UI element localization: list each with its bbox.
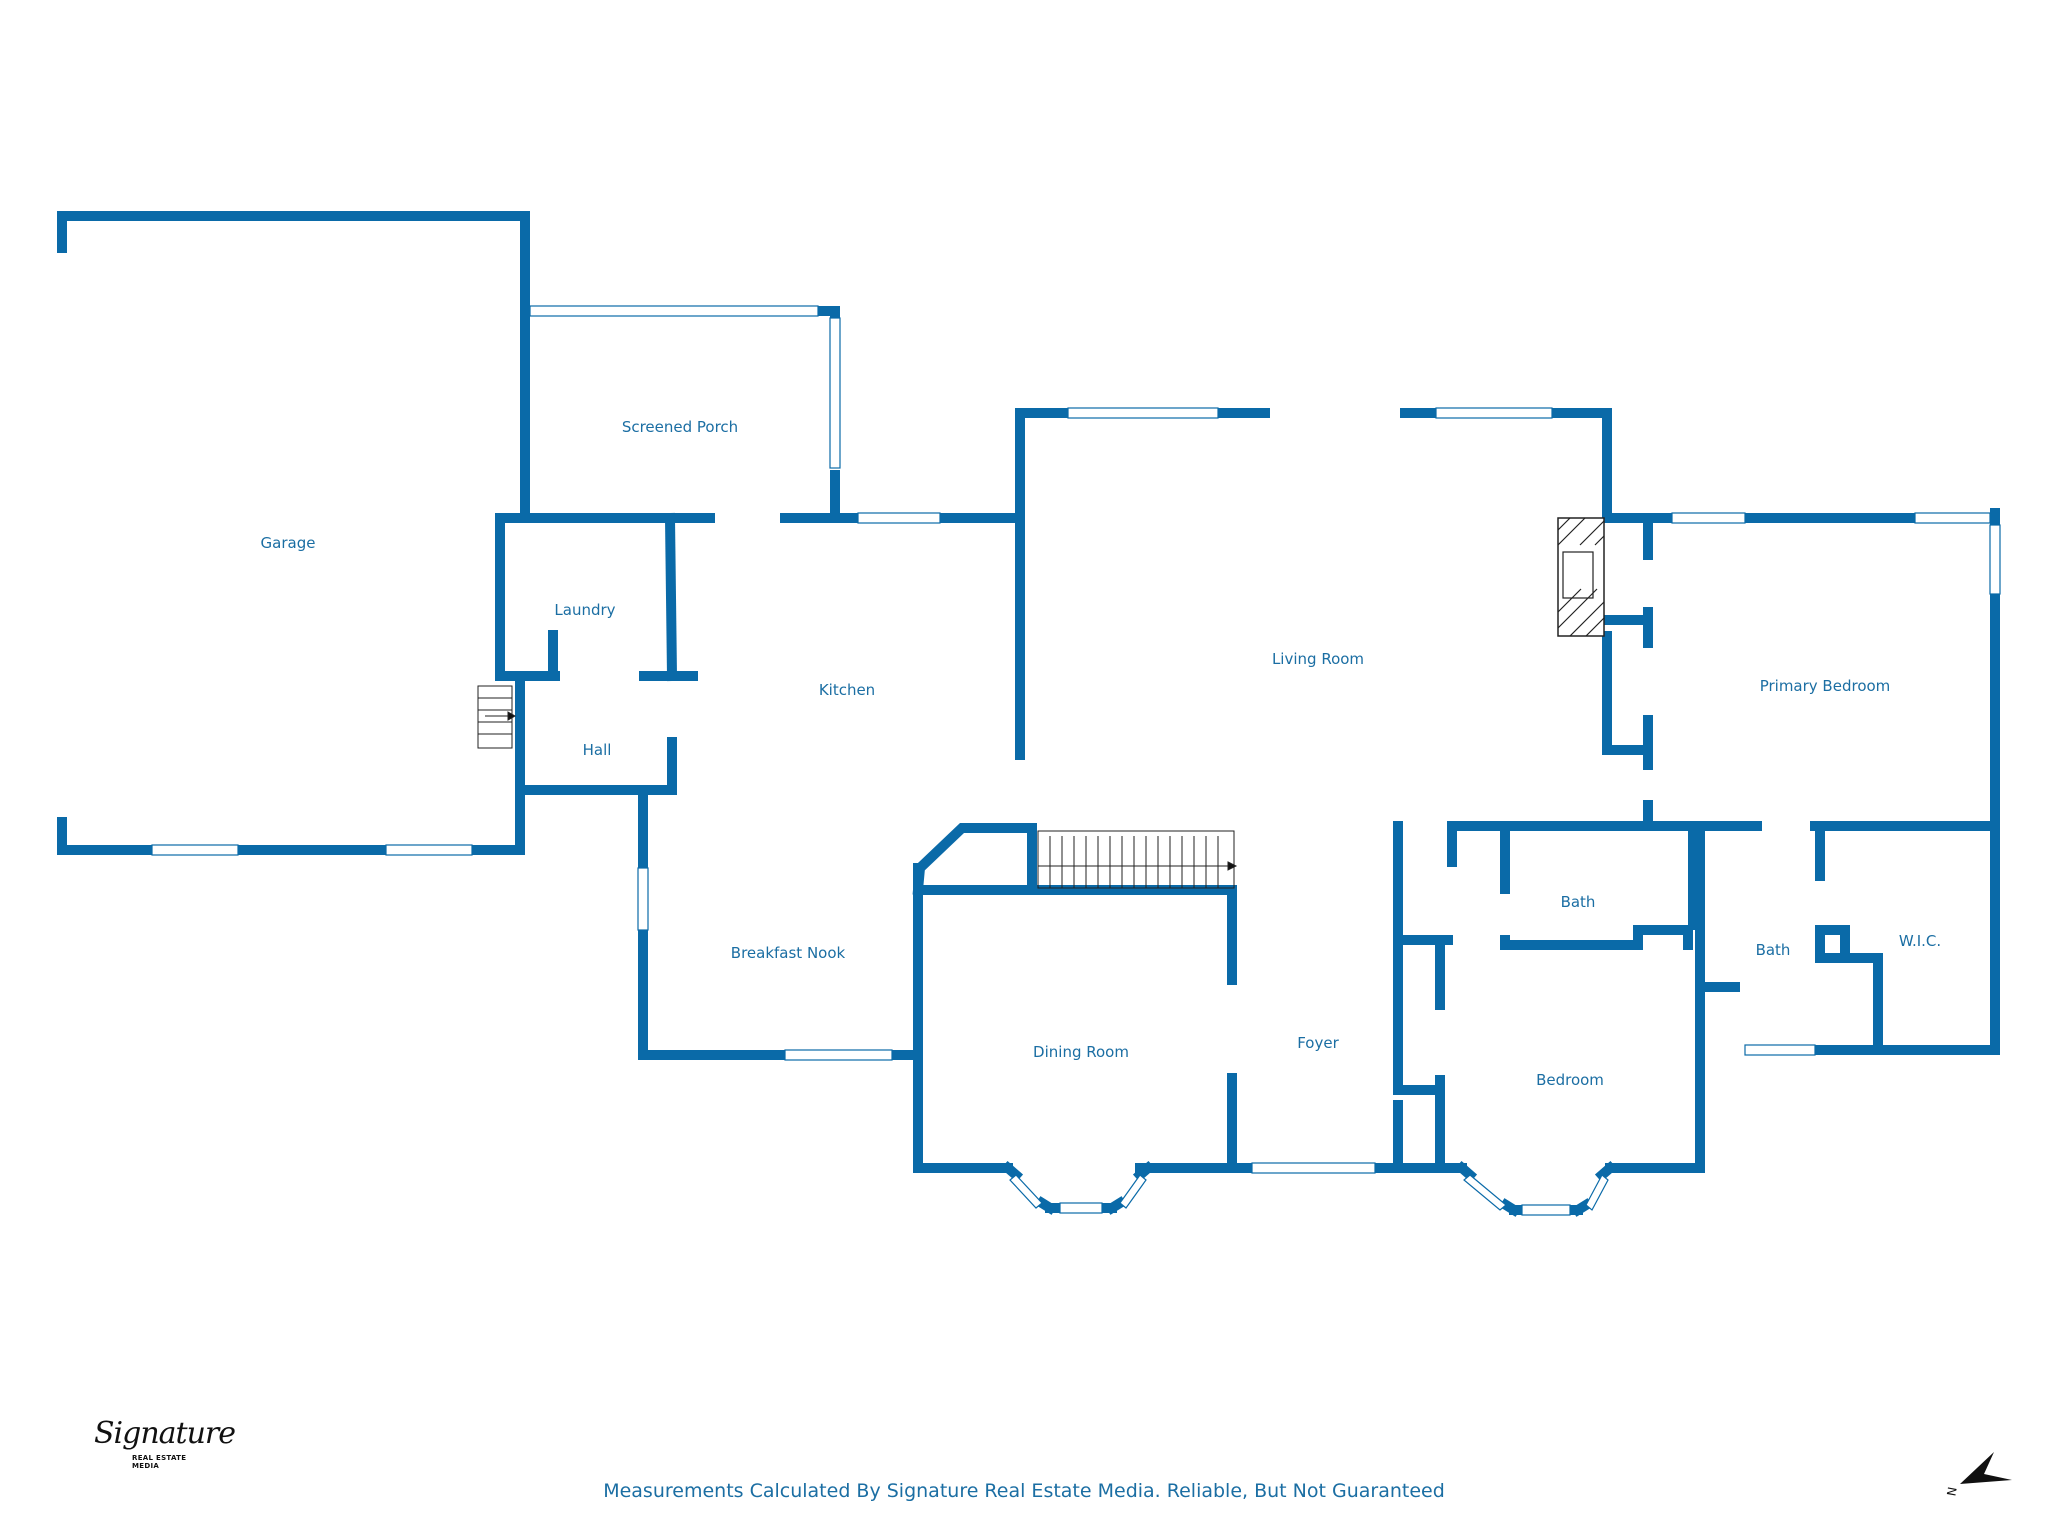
north-arrow-icon: N (1944, 1452, 2012, 1497)
dining-wall-left (913, 863, 1013, 1173)
footer-disclaimer: Measurements Calculated By Signature Rea… (603, 1480, 1445, 1502)
garage-wall-bottom (57, 785, 525, 855)
window (829, 317, 841, 469)
entry-steps-icon (477, 685, 517, 749)
bath-wall-bottom (1500, 925, 1693, 950)
window (1009, 1174, 1043, 1209)
logo-script-text: Signature (94, 1416, 236, 1451)
window (1059, 1202, 1103, 1214)
stair-wall (912, 823, 1037, 896)
bedroom-bay-left-a (1454, 1160, 1478, 1183)
window (151, 844, 239, 856)
window (1671, 512, 1746, 524)
window (1067, 407, 1219, 419)
primary-wall-right (1803, 589, 2000, 1055)
room-label-bath-2: Bath (1756, 941, 1791, 959)
bedroom-bay-right-a (1571, 1198, 1593, 1217)
room-label-kitchen: Kitchen (819, 681, 875, 699)
bedroom-wall-right (1605, 940, 1705, 1173)
garage-walls (57, 211, 530, 523)
room-label-bath: Bath (1561, 893, 1596, 911)
room-label-laundry: Laundry (554, 601, 615, 619)
room-label-dining-room: Dining Room (1033, 1043, 1129, 1061)
room-label-breakfast-nook: Breakfast Nook (731, 944, 846, 962)
window (529, 305, 819, 317)
window (1463, 1174, 1507, 1211)
room-label-primary-bedroom: Primary Bedroom (1760, 677, 1891, 695)
wic-wall-jog (1815, 925, 1850, 963)
staircase-icon (1037, 830, 1238, 889)
dining-bay-e (1105, 1196, 1127, 1215)
bedroom-wall-left (1393, 821, 1453, 945)
room-label-hall: Hall (583, 741, 612, 759)
room-label-screened-porch: Screened Porch (622, 418, 738, 436)
window (784, 1049, 893, 1061)
window (637, 867, 649, 931)
window (1119, 1174, 1147, 1209)
living-wall-left (1015, 408, 1073, 760)
windows (151, 305, 2001, 1216)
bedroom-bay-right-b (1594, 1160, 1618, 1183)
window (857, 512, 941, 524)
laundry-wall-divider (664, 512, 678, 682)
window (1744, 1044, 1816, 1056)
laundry-walls (495, 513, 715, 681)
compass-letter: N (1944, 1486, 1959, 1497)
dining-bay-f (1132, 1160, 1156, 1183)
company-logo: Signature REAL ESTATE MEDIA (74, 1400, 236, 1480)
window (1521, 1204, 1571, 1216)
room-label-bedroom: Bedroom (1536, 1071, 1604, 1089)
room-label-living-room: Living Room (1272, 650, 1364, 668)
room-label-garage: Garage (261, 534, 316, 552)
window (385, 844, 473, 856)
window (1435, 407, 1553, 419)
window (1914, 512, 1991, 524)
fireplace-wall (1602, 631, 1653, 755)
window (1989, 524, 2001, 595)
room-label-foyer: Foyer (1297, 1034, 1339, 1052)
hall-walls (515, 671, 677, 795)
living-wall-right (1547, 408, 1612, 523)
logo-subtitle-text: REAL ESTATE MEDIA (132, 1454, 187, 1470)
fireplace-icon (1557, 517, 1605, 637)
nook-wall-b (638, 925, 790, 1060)
dining-bay-a (1000, 1160, 1024, 1183)
walls (57, 211, 2000, 1217)
window (1585, 1174, 1609, 1211)
room-labels: Garage Screened Porch Laundry Kitchen Ha… (261, 418, 1942, 1089)
dining-wall-top (913, 885, 1237, 985)
window (1251, 1162, 1376, 1174)
room-label-wic: W.I.C. (1899, 932, 1941, 950)
